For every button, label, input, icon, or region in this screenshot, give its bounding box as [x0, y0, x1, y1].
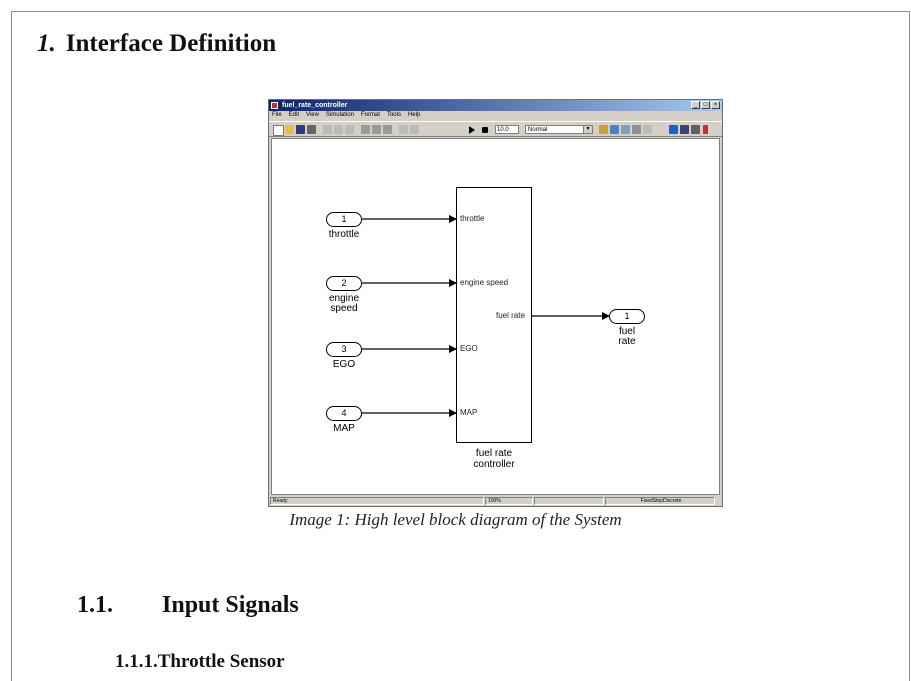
stop-icon[interactable] — [482, 127, 488, 133]
section-number: 1. — [37, 30, 56, 57]
section-heading: 1. Interface Definition — [37, 30, 276, 58]
subsystem-name: fuel rate controller — [473, 448, 515, 470]
back-icon[interactable] — [361, 125, 370, 134]
save-icon[interactable] — [296, 125, 305, 134]
copy-icon[interactable] — [334, 125, 343, 134]
inport-map-label: MAP — [333, 423, 355, 434]
update-icon[interactable] — [610, 125, 619, 134]
subsystem-fuel-rate-controller[interactable] — [456, 187, 532, 443]
inport-engine-speed[interactable]: 2 — [326, 276, 362, 291]
figure-caption: Image 1: High level block diagram of the… — [289, 510, 622, 529]
overflow-icon[interactable] — [703, 125, 708, 134]
redo-icon[interactable] — [410, 125, 419, 134]
status-ready: Ready — [270, 497, 484, 505]
menu-view[interactable]: View — [306, 112, 319, 118]
debug-icon[interactable] — [643, 125, 652, 134]
explorer-icon[interactable] — [632, 125, 641, 134]
inport-map[interactable]: 4 — [326, 406, 362, 421]
window-title: fuel_rate_controller — [282, 102, 348, 109]
subsystem-input-map: MAP — [460, 408, 478, 417]
subsystem-input-ego: EGO — [460, 344, 478, 353]
outport-fuel-rate-label: fuel rate — [618, 326, 636, 347]
paste-icon[interactable] — [345, 125, 354, 134]
inport-engine-speed-label: engine speed — [328, 293, 360, 314]
new-icon[interactable] — [273, 125, 284, 136]
sim-mode-value: Normal — [528, 127, 548, 133]
sim-mode-select[interactable]: Normal ▼ — [525, 125, 593, 134]
subsystem-input-throttle: throttle — [460, 214, 485, 223]
menu-edit[interactable]: Edit — [288, 112, 300, 118]
subsubsection-heading: 1.1.1.Throttle Sensor — [115, 651, 285, 672]
subsection-title: Input Signals — [162, 592, 299, 618]
menu-file[interactable]: File — [272, 112, 282, 118]
page-frame — [11, 11, 910, 681]
status-solver: FixedStepDiscrete — [605, 497, 715, 505]
menu-tools[interactable]: Tools — [386, 112, 401, 118]
status-zoom: 100% — [485, 497, 533, 505]
close-button[interactable]: × — [711, 101, 720, 109]
menu-help[interactable]: Help — [407, 112, 421, 118]
library-icon[interactable] — [621, 125, 630, 134]
open-icon[interactable] — [285, 125, 294, 134]
forward-icon[interactable] — [372, 125, 381, 134]
menu-format[interactable]: Format — [360, 112, 380, 118]
toolbar: 10.0 Normal ▼ — [269, 121, 722, 137]
statusbar: Ready 100% FixedStepDiscrete — [269, 496, 722, 506]
inport-ego[interactable]: 3 — [326, 342, 362, 357]
minimize-button[interactable]: _ — [691, 101, 700, 109]
browser-icon[interactable] — [680, 125, 689, 134]
print-icon[interactable] — [307, 125, 316, 134]
diagram-canvas[interactable]: 1 throttle 2 engine speed 3 EGO 4 MAP th… — [271, 138, 720, 495]
cut-icon[interactable] — [323, 125, 332, 134]
inport-throttle-label: throttle — [328, 229, 360, 240]
menubar: File Edit View Simulation Format Tools H… — [269, 111, 722, 120]
simulink-window: fuel_rate_controller _ □ × File Edit Vie… — [268, 99, 723, 507]
signal-lines — [362, 215, 610, 417]
menu-simulation[interactable]: Simulation — [325, 112, 354, 118]
maximize-button[interactable]: □ — [701, 101, 710, 109]
stop-time-input[interactable]: 10.0 — [495, 125, 519, 134]
build-icon[interactable] — [599, 125, 608, 134]
up-icon[interactable] — [383, 125, 392, 134]
app-icon — [271, 102, 278, 109]
subsection-number: 1.1. — [77, 592, 113, 618]
undo-icon[interactable] — [399, 125, 408, 134]
play-icon[interactable] — [469, 126, 475, 134]
status-blank — [534, 497, 604, 505]
model-explorer-icon[interactable] — [669, 125, 678, 134]
settings-icon[interactable] — [691, 125, 700, 134]
subsystem-output-fuel-rate: fuel rate — [496, 311, 525, 320]
inport-ego-label: EGO — [332, 359, 356, 370]
outport-fuel-rate[interactable]: 1 — [609, 309, 645, 324]
inport-throttle[interactable]: 1 — [326, 212, 362, 227]
window-titlebar[interactable]: fuel_rate_controller _ □ × — [269, 100, 722, 111]
subsystem-input-engine-speed: engine speed — [460, 278, 509, 287]
chevron-down-icon[interactable]: ▼ — [583, 126, 592, 133]
section-title: Interface Definition — [65, 30, 277, 57]
subsection-heading: 1.1. Input Signals — [77, 592, 299, 619]
